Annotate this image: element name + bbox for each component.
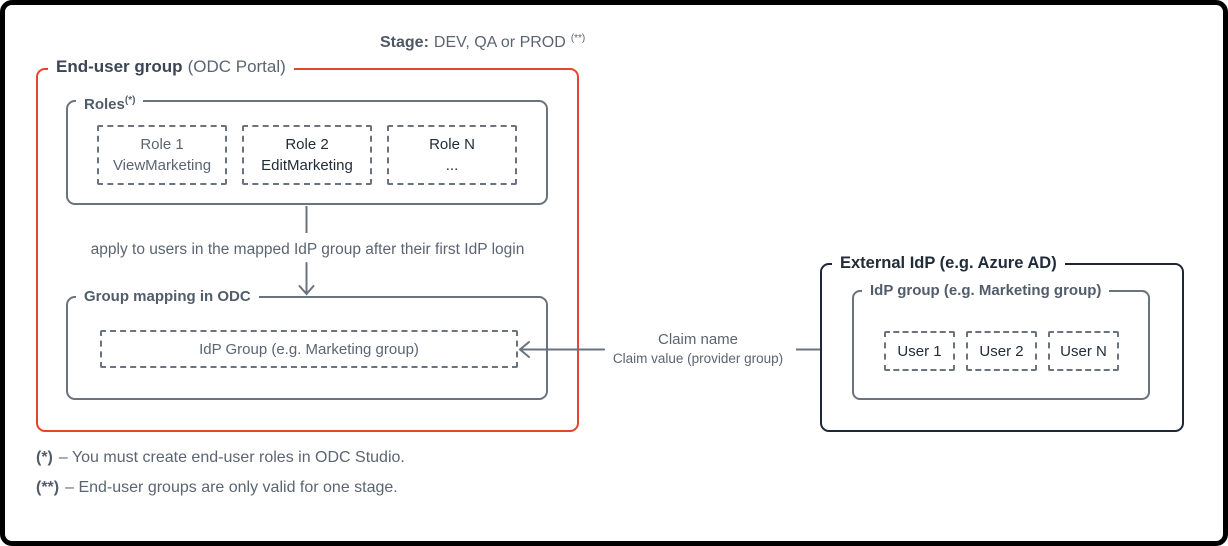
role-1-value: ViewMarketing [112, 157, 212, 174]
footnote-2: (**) – End-user groups are only valid for… [36, 479, 398, 497]
footnote-1-text: – You must create end-user roles in ODC … [58, 449, 405, 466]
role-1-name: Role 1 [140, 136, 184, 153]
stage-label: Stage: [380, 34, 429, 51]
role-2-value: EditMarketing [261, 157, 353, 174]
roles-label-text: Roles [84, 96, 125, 113]
footnote-1-marker: (*) [36, 449, 53, 466]
claim-labels: Claim name Claim value (provider group) [598, 330, 798, 368]
footnote-1: (*) – You must create end-user roles in O… [36, 449, 405, 467]
end-user-group-title-bold: End-user group [56, 57, 183, 76]
group-mapping-label: Group mapping in ODC [76, 286, 259, 308]
external-idp-title: External IdP (e.g. Azure AD) [832, 252, 1065, 274]
group-mapping-box: Group mapping in ODC [66, 286, 548, 400]
role-chip-n: Role N ... [387, 125, 517, 185]
role-n-name: Role N [429, 136, 475, 153]
external-idp-box: External IdP (e.g. Azure AD) [820, 252, 1184, 432]
apply-note: apply to users in the mapped IdP group a… [90, 241, 525, 258]
footnote-2-text: – End-user groups are only valid for one… [65, 479, 398, 496]
footnote-2-marker: (**) [36, 479, 60, 496]
user-chip-2: User 2 [966, 331, 1037, 371]
claim-name: Claim name [657, 331, 739, 348]
roles-footnote-ref: (*) [124, 95, 136, 106]
stage-note: Stage:DEV, QA or PROD (**) [380, 33, 585, 52]
end-user-group-title: End-user group(ODC Portal) [48, 56, 294, 78]
role-chip-1: Role 1 ViewMarketing [97, 125, 227, 185]
end-user-group-title-suffix: (ODC Portal) [187, 57, 286, 76]
idp-group-box: IdP group (e.g. Marketing group) [852, 280, 1150, 400]
user-chip-1: User 1 [884, 331, 955, 371]
user-chip-n: User N [1048, 331, 1119, 371]
role-chip-2: Role 2 EditMarketing [242, 125, 372, 185]
claim-value: Claim value (provider group) [612, 351, 784, 366]
stage-footnote-ref: (**) [570, 33, 586, 44]
idp-group-chip: IdP Group (e.g. Marketing group) [100, 330, 518, 368]
roles-box: Roles(*) [66, 90, 548, 205]
stage-value: DEV, QA or PROD [433, 34, 566, 51]
roles-box-label: Roles(*) [76, 90, 144, 116]
end-user-group-box: End-user group(ODC Portal) [36, 56, 579, 432]
idp-group-label: IdP group (e.g. Marketing group) [862, 280, 1110, 302]
role-n-value: ... [445, 157, 459, 174]
role-2-name: Role 2 [285, 136, 329, 153]
